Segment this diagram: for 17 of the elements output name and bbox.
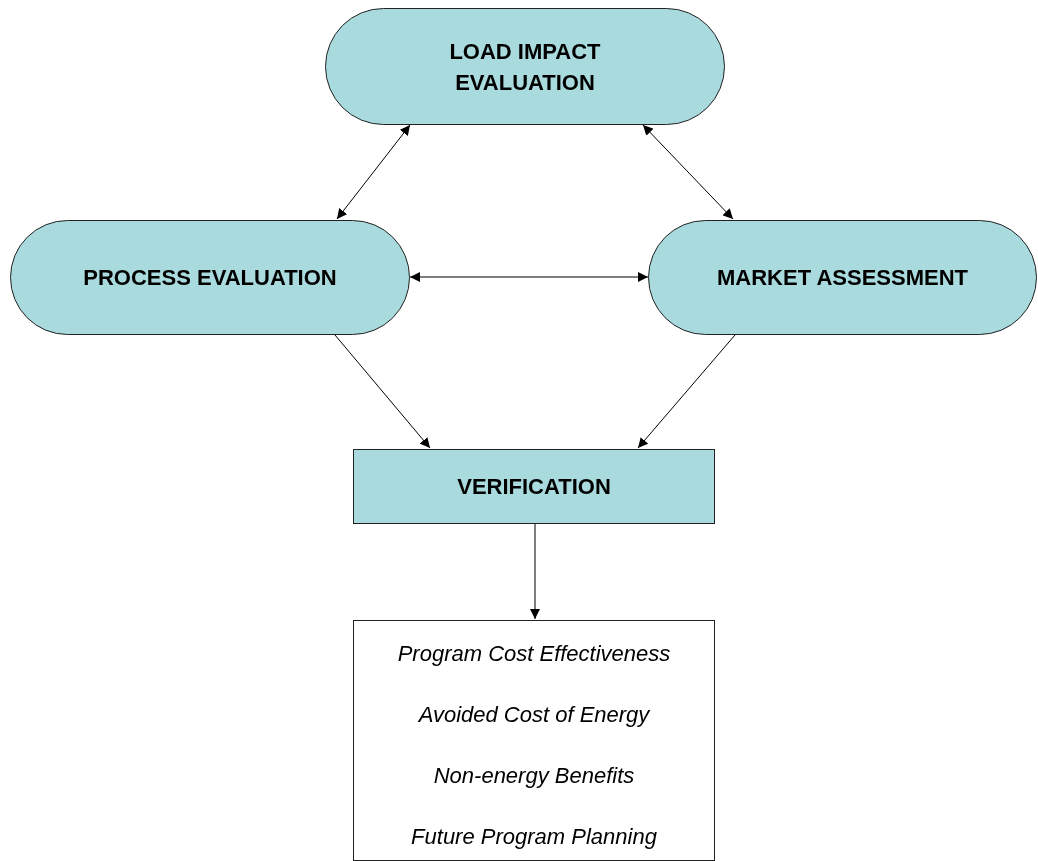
arrow: [637, 334, 736, 449]
output-item: Future Program Planning: [411, 824, 657, 850]
arrow: [336, 124, 411, 220]
terminal-shape: [648, 220, 1037, 335]
arrow: [642, 124, 734, 220]
output-item: Avoided Cost of Energy: [418, 702, 650, 728]
node-label: VERIFICATION: [456, 473, 612, 501]
arrow: [334, 334, 431, 449]
output-box: [353, 620, 715, 861]
node-label: LOAD IMPACT EVALUATION: [448, 37, 602, 97]
node-label: MARKET ASSESSMENT: [716, 264, 969, 292]
arrow: [530, 523, 540, 620]
node-label: PROCESS EVALUATION: [82, 264, 338, 292]
arrow: [409, 272, 649, 282]
output-item: Non-energy Benefits: [433, 763, 635, 789]
output-item: Program Cost Effectiveness: [397, 641, 671, 667]
process-box: [353, 449, 715, 524]
